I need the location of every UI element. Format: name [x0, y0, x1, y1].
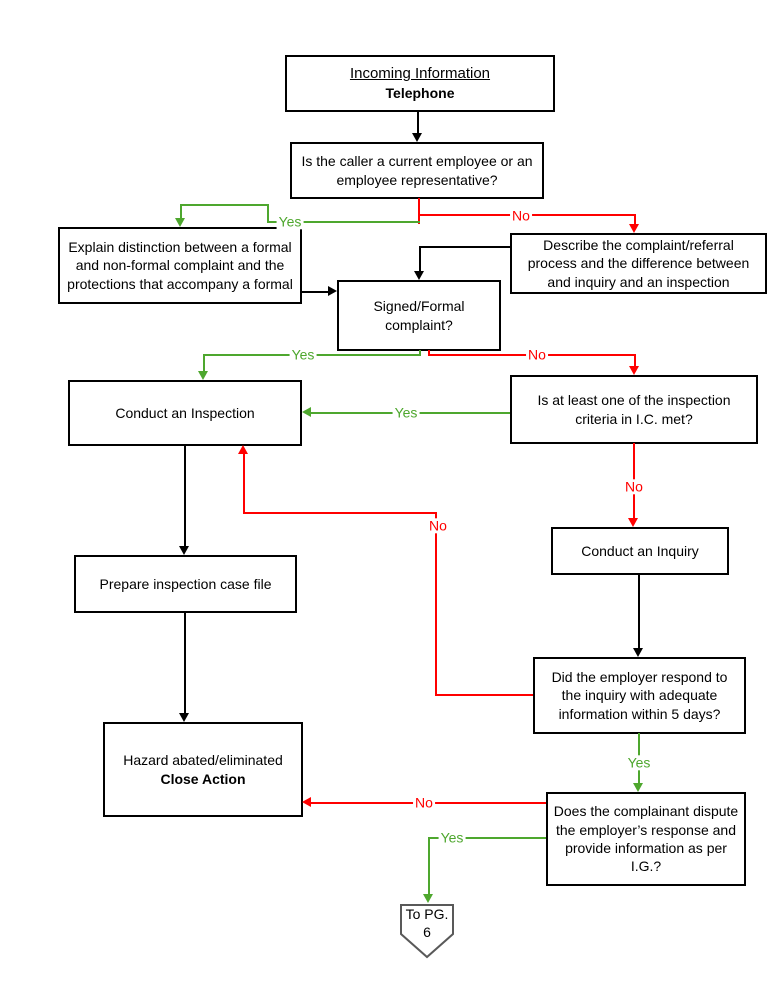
arrowhead-left-icon — [302, 407, 311, 417]
node-prepare-case-file: Prepare inspection case file — [74, 555, 297, 613]
arrowhead-up-icon — [238, 445, 248, 454]
edge-label-respond-yes: Yes — [625, 754, 653, 771]
node-caller-question-text: Is the caller a current employee or an e… — [301, 153, 533, 188]
arrowhead-down-icon — [633, 783, 643, 792]
edge-respond-no-segment — [243, 512, 437, 514]
edge-label-caller-no: No — [510, 207, 532, 224]
node-conduct-inquiry-text: Conduct an Inquiry — [581, 542, 699, 559]
arrowhead-down-icon — [629, 366, 639, 375]
edge-signed-yes-segment — [203, 354, 205, 372]
node-conduct-inquiry: Conduct an Inquiry — [551, 527, 729, 575]
edge-label-respond-no: No — [427, 517, 449, 534]
edge-caller-no-segment — [418, 198, 420, 224]
edge-respond-no-segment — [243, 453, 245, 514]
arrowhead-down-icon — [412, 133, 422, 142]
node-employer-respond-question-text: Did the employer respond to the inquiry … — [551, 668, 728, 722]
edge-label-dispute-no: No — [413, 794, 435, 811]
edge-describe-segment — [419, 246, 421, 272]
arrowhead-down-icon — [175, 218, 185, 227]
arrowhead-down-icon — [629, 224, 639, 233]
edge-caller-yes-segment — [267, 221, 420, 223]
node-caller-question: Is the caller a current employee or an e… — [290, 142, 544, 199]
edge-explain-segment — [302, 291, 329, 293]
offpage-connector-to-pg6: To PG. 6 — [399, 903, 455, 959]
node-dispute-question-text: Does the complainant dispute the employe… — [553, 803, 739, 875]
edge-label-signed-no: No — [526, 346, 548, 363]
node-describe-process-text: Describe the complaint/referral process … — [527, 236, 750, 290]
arrowhead-down-icon — [633, 648, 643, 657]
node-incoming-title: Incoming Information — [349, 65, 491, 83]
node-criteria-question-text: Is at least one of the inspection criter… — [537, 392, 731, 427]
node-dispute-question: Does the complainant dispute the employe… — [546, 792, 746, 886]
node-signed-formal-question: Signed/Formal complaint? — [337, 280, 501, 351]
node-conduct-inspection-text: Conduct an Inspection — [115, 404, 255, 421]
edge-dispute-yes-segment — [428, 837, 430, 895]
node-prepare-case-file-text: Prepare inspection case file — [99, 575, 272, 592]
edge-incoming-segment — [417, 112, 419, 135]
edge-inspection-segment — [184, 445, 186, 547]
edge-describe-segment — [419, 246, 510, 248]
node-close-action-line1: Hazard abated/eliminated — [123, 752, 283, 769]
node-incoming-information: Incoming Information Telephone — [285, 55, 555, 112]
node-explain-distinction-text: Explain distinction between a formal and… — [67, 238, 293, 292]
edge-inquiry-segment — [638, 575, 640, 649]
edge-respond-no-segment — [435, 694, 533, 696]
arrowhead-down-icon — [414, 271, 424, 280]
edge-signed-no-segment — [428, 350, 430, 356]
offpage-line1: To PG. — [405, 906, 449, 922]
edge-dispute-yes-segment — [428, 837, 546, 839]
edge-caller-yes-segment — [180, 204, 269, 206]
offpage-pentagon-shape — [400, 904, 454, 959]
arrowhead-down-icon — [179, 546, 189, 555]
offpage-connector-text: To PG. 6 — [399, 906, 455, 941]
node-close-action-line2: Close Action — [160, 770, 246, 787]
edge-caller-no-segment — [634, 214, 636, 225]
edge-label-caller-yes: Yes — [276, 213, 304, 230]
edge-caller-yes-segment — [267, 204, 269, 223]
node-criteria-question: Is at least one of the inspection criter… — [510, 375, 758, 444]
edge-label-criteria-no: No — [623, 478, 645, 495]
node-explain-distinction: Explain distinction between a formal and… — [58, 227, 302, 304]
node-signed-formal-question-text: Signed/Formal complaint? — [373, 298, 465, 333]
edge-label-criteria-yes: Yes — [392, 404, 420, 421]
arrowhead-left-icon — [302, 797, 311, 807]
edge-label-dispute-yes: Yes — [438, 829, 466, 846]
edge-signed-no-segment — [634, 354, 636, 367]
node-close-action: Hazard abated/eliminated Close Action — [103, 722, 303, 817]
node-conduct-inspection: Conduct an Inspection — [68, 380, 302, 446]
arrowhead-down-icon — [423, 894, 433, 903]
edge-respond-no-segment — [435, 513, 437, 696]
edge-label-signed-yes: Yes — [289, 346, 317, 363]
node-describe-process: Describe the complaint/referral process … — [510, 233, 767, 294]
arrowhead-down-icon — [628, 518, 638, 527]
arrowhead-down-icon — [198, 371, 208, 380]
edge-signed-yes-segment — [419, 350, 421, 356]
edge-casefile-segment — [184, 613, 186, 714]
offpage-line2: 6 — [423, 923, 431, 940]
edge-caller-yes-segment — [180, 204, 182, 219]
node-incoming-subtitle: Telephone — [385, 85, 455, 102]
arrowhead-down-icon — [179, 713, 189, 722]
arrowhead-right-icon — [328, 286, 337, 296]
node-employer-respond-question: Did the employer respond to the inquiry … — [533, 657, 746, 734]
